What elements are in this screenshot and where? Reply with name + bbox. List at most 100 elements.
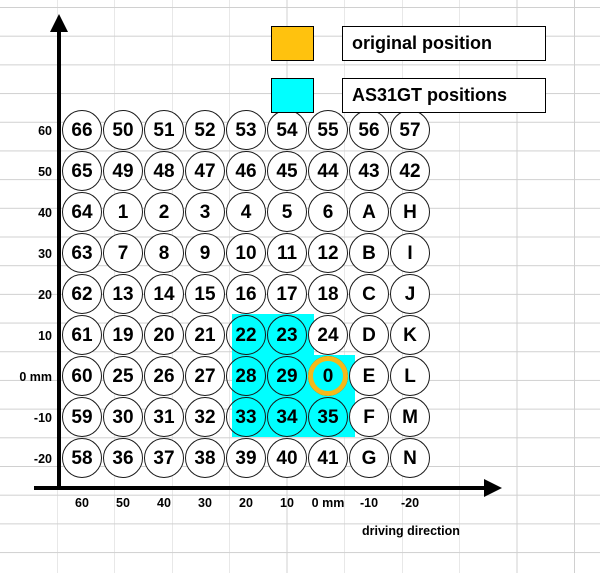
grid-cell[interactable]: J (390, 274, 430, 314)
grid-cell[interactable]: 64 (62, 192, 102, 232)
grid-cell[interactable]: 58 (62, 438, 102, 478)
grid-cell[interactable]: 57 (390, 110, 430, 150)
grid-cell[interactable]: E (349, 356, 389, 396)
grid-cell[interactable]: 41 (308, 438, 348, 478)
y-axis-tick: 40 (38, 206, 52, 220)
grid-cell[interactable]: 61 (62, 315, 102, 355)
grid-cell[interactable]: 40 (267, 438, 307, 478)
driving-direction-caption: driving direction (362, 524, 460, 538)
grid-cell[interactable]: N (390, 438, 430, 478)
grid-cell[interactable]: 29 (267, 356, 307, 396)
grid-cell[interactable]: 38 (185, 438, 225, 478)
grid-cell[interactable]: 15 (185, 274, 225, 314)
grid-cell[interactable]: 65 (62, 151, 102, 191)
x-axis-tick: 10 (280, 496, 294, 510)
grid-cell[interactable]: 34 (267, 397, 307, 437)
grid-cell[interactable]: 56 (349, 110, 389, 150)
grid-cell[interactable]: 24 (308, 315, 348, 355)
grid-cell[interactable]: G (349, 438, 389, 478)
grid-cell[interactable]: 8 (144, 233, 184, 273)
grid-cell[interactable]: 62 (62, 274, 102, 314)
grid-cell[interactable]: 9 (185, 233, 225, 273)
grid-cell[interactable]: 55 (308, 110, 348, 150)
grid-cell[interactable]: 31 (144, 397, 184, 437)
grid-cell[interactable]: 25 (103, 356, 143, 396)
grid-cell[interactable]: 6 (308, 192, 348, 232)
legend-swatch-as31gt-positions (271, 78, 314, 113)
grid-cell[interactable]: 3 (185, 192, 225, 232)
y-axis-tick: 50 (38, 165, 52, 179)
grid-cell[interactable]: 37 (144, 438, 184, 478)
y-axis-line (57, 28, 61, 490)
grid-cell[interactable]: 47 (185, 151, 225, 191)
grid-cell[interactable]: 43 (349, 151, 389, 191)
grid-cell[interactable]: 4 (226, 192, 266, 232)
grid-cell[interactable]: 35 (308, 397, 348, 437)
grid-cell[interactable]: 28 (226, 356, 266, 396)
grid-cell[interactable]: 16 (226, 274, 266, 314)
grid-cell[interactable]: B (349, 233, 389, 273)
x-axis-tick: 50 (116, 496, 130, 510)
grid-cell[interactable]: 59 (62, 397, 102, 437)
grid-cell[interactable]: 36 (103, 438, 143, 478)
grid-cell[interactable]: 26 (144, 356, 184, 396)
grid-cell[interactable]: 10 (226, 233, 266, 273)
grid-cell[interactable]: 30 (103, 397, 143, 437)
x-axis-tick: 0 mm (311, 496, 345, 510)
grid-cell[interactable]: 7 (103, 233, 143, 273)
grid-cell[interactable]: M (390, 397, 430, 437)
grid-cell[interactable]: 45 (267, 151, 307, 191)
grid-cell[interactable]: A (349, 192, 389, 232)
grid-cell[interactable]: K (390, 315, 430, 355)
y-axis-tick: -20 (33, 452, 52, 466)
grid-cell[interactable]: I (390, 233, 430, 273)
grid-cell[interactable]: C (349, 274, 389, 314)
grid-cell[interactable]: 11 (267, 233, 307, 273)
x-axis-tick: 40 (157, 496, 171, 510)
grid-cell[interactable]: 50 (103, 110, 143, 150)
grid-cell[interactable]: 18 (308, 274, 348, 314)
y-axis-tick: 10 (38, 329, 52, 343)
y-axis-arrow-icon (50, 14, 68, 32)
legend-label-as31gt-positions: AS31GT positions (342, 78, 546, 113)
grid-cell[interactable]: 32 (185, 397, 225, 437)
grid-cell[interactable]: D (349, 315, 389, 355)
grid-cell[interactable]: 19 (103, 315, 143, 355)
grid-cell[interactable]: 60 (62, 356, 102, 396)
y-axis-tick: -10 (33, 411, 52, 425)
grid-cell[interactable]: 20 (144, 315, 184, 355)
grid-cell[interactable]: 54 (267, 110, 307, 150)
grid-cell[interactable]: 22 (226, 315, 266, 355)
grid-cell[interactable]: 51 (144, 110, 184, 150)
grid-cell[interactable]: 23 (267, 315, 307, 355)
grid-cell[interactable]: 12 (308, 233, 348, 273)
grid-cell[interactable]: 46 (226, 151, 266, 191)
grid-cell[interactable]: 39 (226, 438, 266, 478)
grid-cell[interactable]: 49 (103, 151, 143, 191)
grid-cell[interactable]: 17 (267, 274, 307, 314)
grid-cell[interactable]: 5 (267, 192, 307, 232)
x-axis-tick: -10 (359, 496, 379, 510)
grid-cell[interactable]: 66 (62, 110, 102, 150)
grid-cell[interactable]: 2 (144, 192, 184, 232)
x-axis-arrow-icon (484, 479, 502, 497)
grid-cell[interactable]: 27 (185, 356, 225, 396)
grid-cell[interactable]: 13 (103, 274, 143, 314)
grid-cell[interactable]: H (390, 192, 430, 232)
grid-cell[interactable]: 21 (185, 315, 225, 355)
grid-cell[interactable]: 0 (308, 356, 348, 396)
grid-cell[interactable]: 63 (62, 233, 102, 273)
grid-cell[interactable]: 14 (144, 274, 184, 314)
grid-cell[interactable]: 44 (308, 151, 348, 191)
grid-cell[interactable]: 1 (103, 192, 143, 232)
x-axis-tick: -20 (400, 496, 420, 510)
grid-cell[interactable]: 53 (226, 110, 266, 150)
grid-cell[interactable]: 48 (144, 151, 184, 191)
grid-cell[interactable]: 42 (390, 151, 430, 191)
grid-cell[interactable]: L (390, 356, 430, 396)
y-axis-tick: 20 (38, 288, 52, 302)
grid-cell[interactable]: F (349, 397, 389, 437)
grid-cell[interactable]: 33 (226, 397, 266, 437)
grid-cell[interactable]: 52 (185, 110, 225, 150)
